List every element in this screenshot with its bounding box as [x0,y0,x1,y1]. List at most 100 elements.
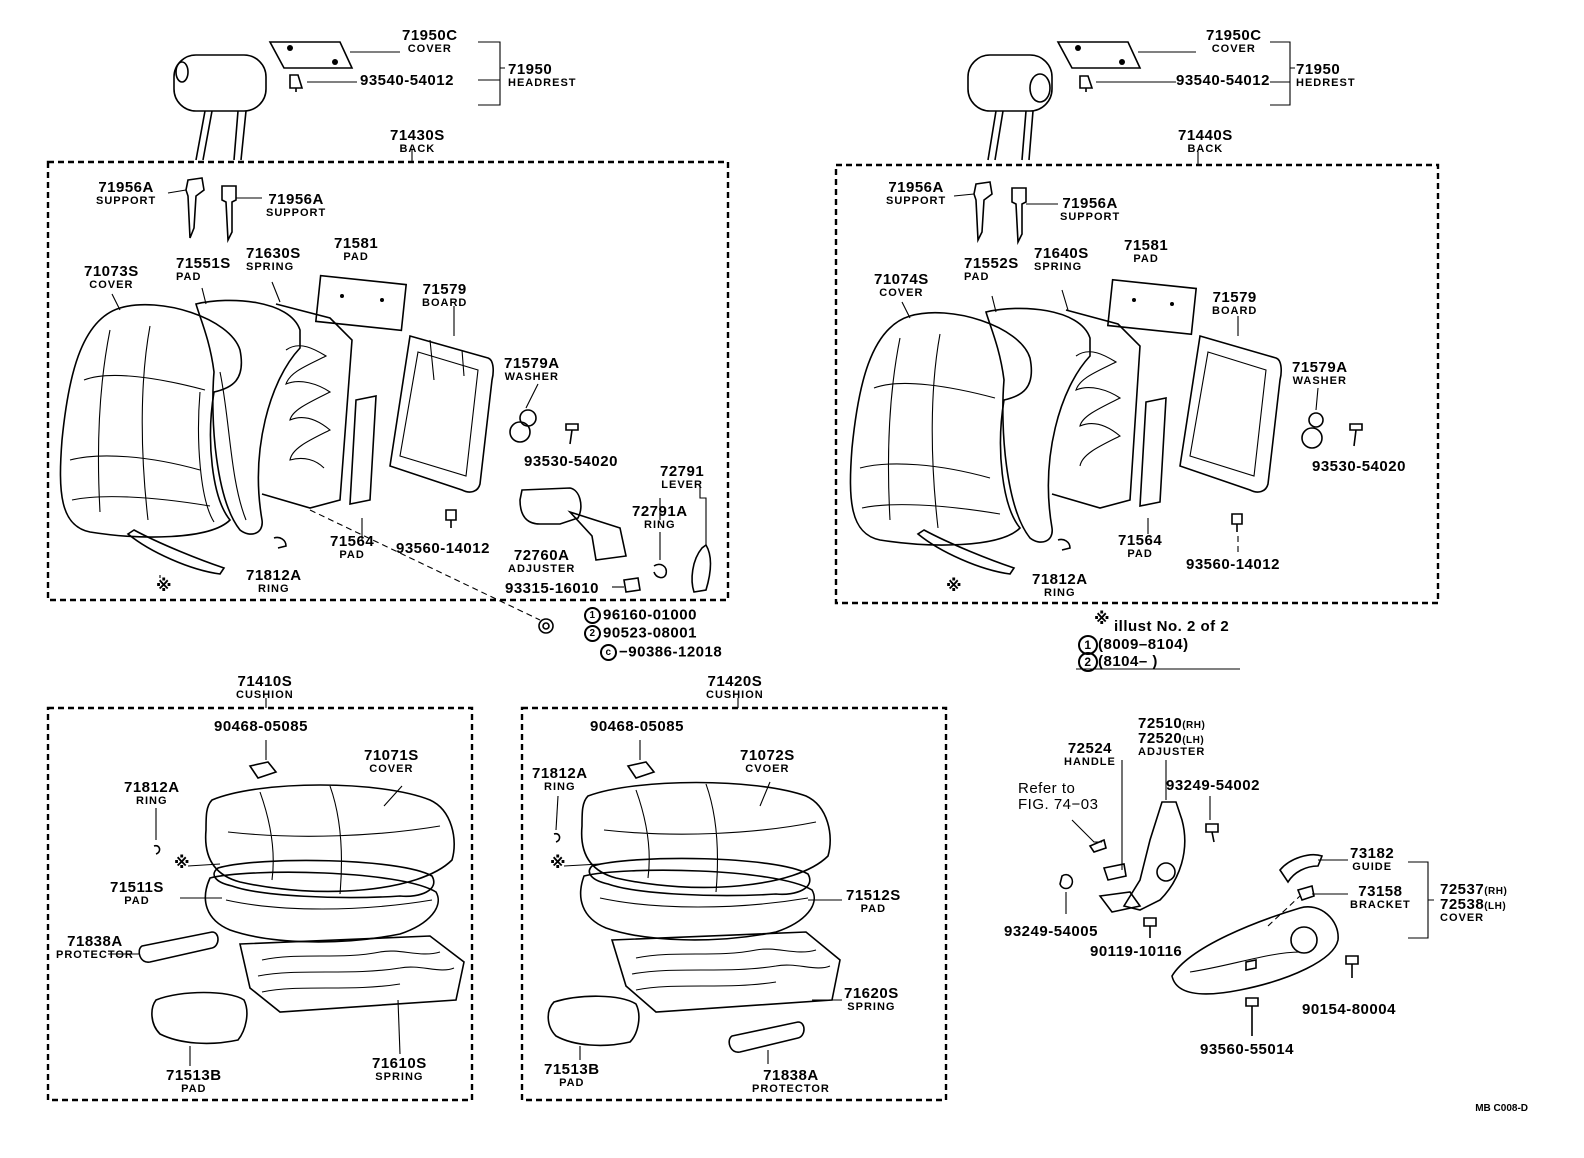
adjuster-72760a-drawing [519,487,582,525]
refer-text-1: Refer to [1018,780,1076,797]
cushion-spring-left-drawing [239,935,465,1013]
screw-93249-54005-label: 93249-54005 [1004,923,1098,940]
screw-93530-label-r: 93530-54020 [1312,458,1406,475]
legend-note-mark: ※ [1094,611,1110,628]
back-box-right [834,163,1440,605]
cushion-cover-left-drawing [204,784,455,895]
cushion-pad-left-drawing [204,871,439,943]
mark-2-icon: 2 [584,625,601,642]
cover-72537-label: 72537(RH) 72538(LH) COVER [1440,881,1508,924]
pad-71581-left-drawing [314,274,408,332]
note-mark-2: ※ [946,578,962,595]
nut-option-c: c−90386-12018 [600,644,722,661]
board-left-drawing [389,334,494,493]
seatback-spring-left-drawing [261,281,353,509]
clip-90468-label: 90468-05085 [214,718,308,735]
document-code: MB C008-D [1475,1103,1528,1114]
screw-90154-label: 90154-80004 [1302,1001,1396,1018]
legend-row-2: 2(8104– ) [1078,652,1158,672]
headrest-left-drawing [173,54,267,161]
guide-73182-drawing [1279,854,1324,884]
support-left-drawing [167,177,262,244]
headrest-right-drawing [967,54,1053,161]
screw-93540-label-r: 93540-54012 [1176,72,1270,89]
clip-93560-label-r: 93560-14012 [1186,556,1280,573]
note-mark-3: ※ [174,855,190,872]
mark-1-icon: 1 [584,607,601,624]
back-box-left [46,160,730,602]
mark-c-icon: c [600,644,617,661]
cushion-box-left [46,706,474,1102]
screw-93540-label: 93540-54012 [360,72,454,89]
legend-row-1: 1(8009–8104) [1078,635,1189,655]
seatback-cover-right-drawing [849,301,1033,546]
bolt-90119-label: 90119-10116 [1090,943,1183,960]
clip-93560-label: 93560-14012 [396,540,490,557]
note-mark-1: ※ [156,578,172,595]
screw-93249-54002-label: 93249-54002 [1166,777,1260,794]
pad-71564-left-drawing [349,395,377,505]
legend-note-text: illust No. 2 of 2 [1114,618,1230,635]
adjuster-72510-drawing [1122,801,1186,911]
lever-72791-drawing [691,543,712,593]
note-mark-4: ※ [550,855,566,872]
cover-72537-drawing [1171,906,1339,995]
bolt-93315-label: 93315-16010 [505,580,599,597]
refer-text-2: FIG. 74−03 [1018,796,1099,813]
clip-90468-label-m: 90468-05085 [590,718,684,735]
seatback-cover-left-drawing [59,293,243,538]
screw-93530-label: 93530-54020 [524,453,618,470]
mark-2-icon: 2 [1078,652,1098,672]
cushion-box-mid [520,706,948,1102]
seatback-pad-left-drawing [195,287,301,535]
